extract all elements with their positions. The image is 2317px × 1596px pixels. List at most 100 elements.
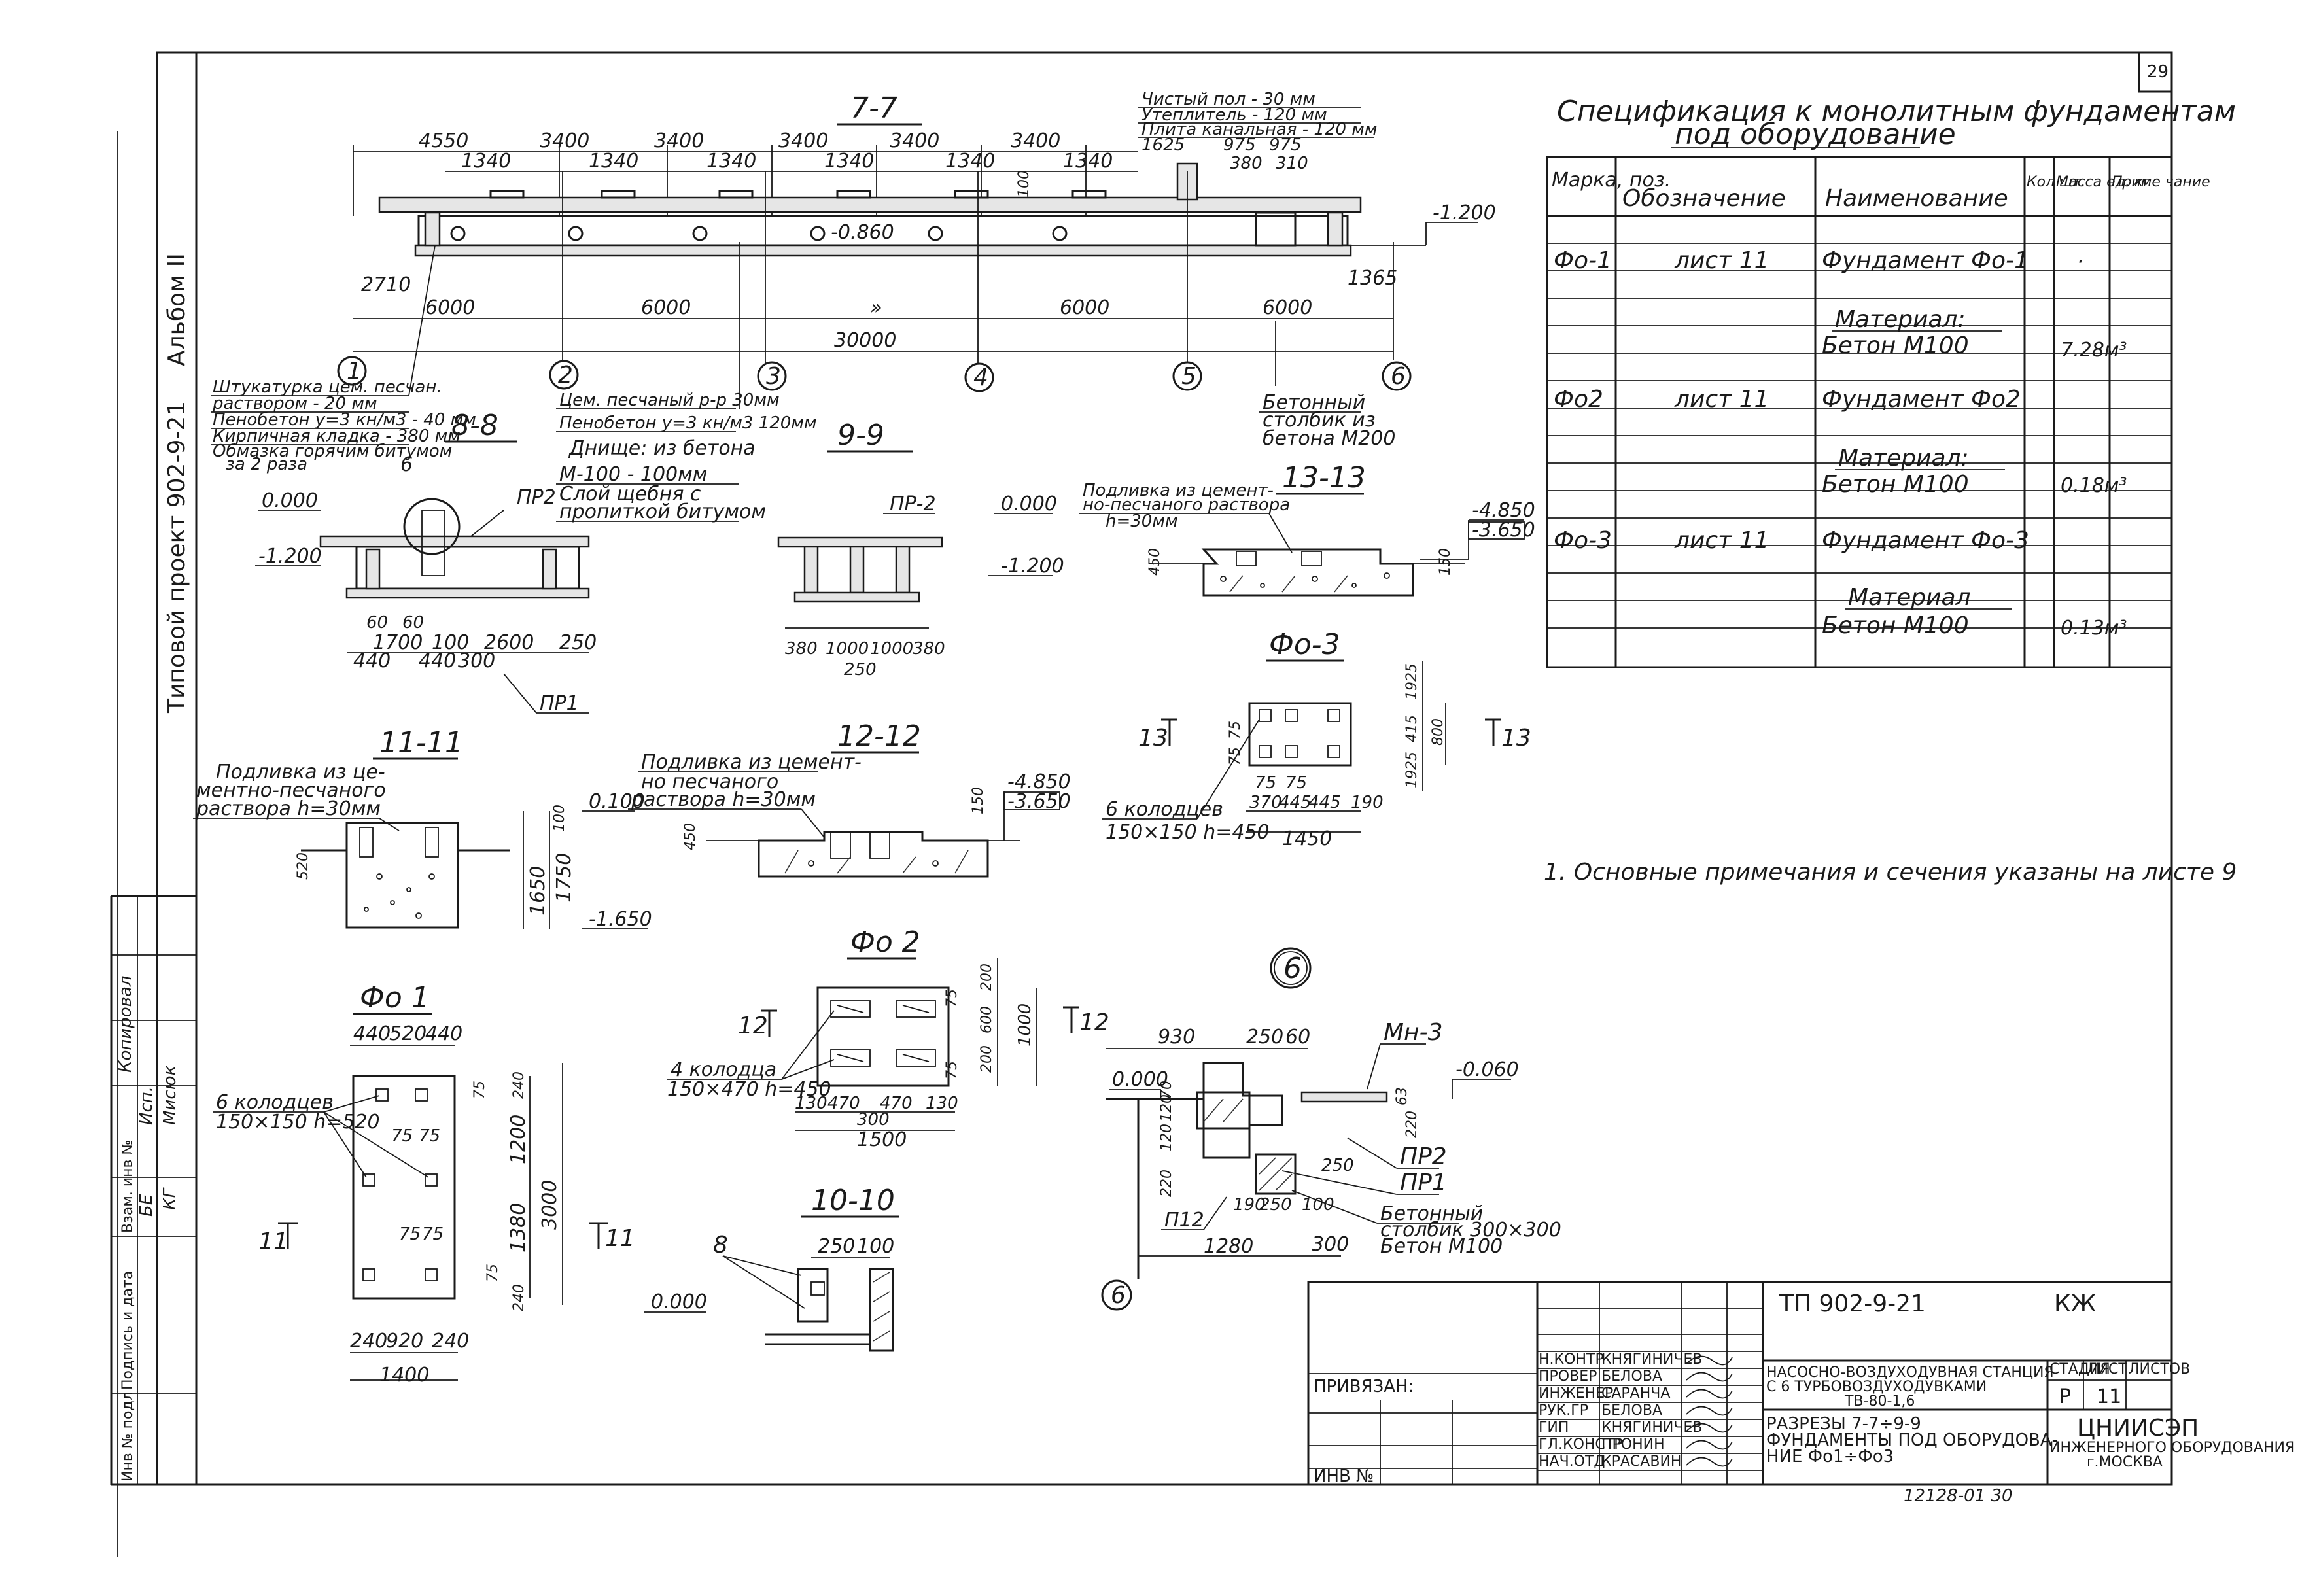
left-stamp-val-1: БЕ: [137, 1194, 156, 1217]
dim-3400-3: 3400: [778, 130, 828, 152]
wall-layers-note: Штукатурка цем. песчан. раствором - 20 м…: [211, 245, 476, 474]
level-0-860: -0.860: [831, 221, 894, 244]
aggregate-hatch: [1220, 572, 1390, 593]
fo2-dim-200-a: 200: [979, 963, 995, 991]
tb-inv: ИНВ №: [1314, 1466, 1374, 1486]
node6-axis-6: 6: [1111, 1282, 1126, 1309]
fo1-dim-240-x-b: 240: [432, 1330, 469, 1353]
column-note: Бетонный столбик из бетона М200: [1259, 391, 1395, 450]
tb-name: САРАНЧА: [1601, 1385, 1670, 1402]
tb-names: КНЯГИНИЧЕВ БЕЛОВА САРАНЧА БЕЛОВА КНЯГИНИ…: [1601, 1351, 1702, 1470]
fo3-dim-1925-a: 1925: [1404, 663, 1420, 700]
left-stamp-val-3: Исп.: [137, 1086, 156, 1125]
left-stamp-val-2: КГ: [160, 1187, 180, 1210]
fo2-dim-1500: 1500: [857, 1128, 907, 1151]
n6-dim-120-a: 120: [1158, 1124, 1175, 1151]
tb-name: КРАСАВИН: [1601, 1453, 1681, 1470]
spec-mass: 7.28м³: [2061, 339, 2127, 362]
fo3-dim-75-b: 75: [1285, 773, 1307, 793]
spec-title-2: под оборудование: [1675, 118, 1956, 151]
fo2-dim-300: 300: [857, 1110, 890, 1130]
n6-dim-70: 70: [1158, 1081, 1175, 1099]
left-stamp-label-2: Подпись и дата: [120, 1271, 136, 1390]
level-4-850-12: -4.850: [1007, 771, 1071, 793]
spec-mass: ·: [2077, 251, 2083, 273]
dim-440-b: 440: [419, 650, 456, 672]
fo1-dim-75-c: 75: [399, 1224, 421, 1244]
left-stamp-label-3: Взам. инв №: [120, 1140, 136, 1233]
dim-380-a: 380: [785, 639, 818, 659]
fo3-dim-75-y-b: 75: [1227, 721, 1244, 739]
note-13-3: h=30мм: [1106, 512, 1178, 531]
bottom-layer-3: пропиткой битумом: [559, 500, 766, 523]
tb-sheet-val: 11: [2097, 1385, 2121, 1408]
tb-mark: КЖ: [2054, 1291, 2097, 1317]
dim-1625: 1625: [1141, 135, 1185, 155]
section-9-9: 9-9 ПР-2 0.000 -1.200 380 1000 1000 380 …: [777, 419, 1064, 680]
spec-row-5: Материал:: [1835, 445, 2005, 472]
tb-order: 12128-01 30: [1904, 1486, 2013, 1506]
level-0-000-10: 0.000: [651, 1291, 707, 1313]
tb-role: ПРОВЕР: [1539, 1368, 1597, 1385]
spec-ref: лист 11: [1674, 247, 1769, 274]
tb-role: Н.КОНТР: [1539, 1351, 1604, 1368]
axis-5: 5: [1181, 363, 1196, 390]
label-p12: П12: [1164, 1209, 1204, 1232]
fo2-dim-600: 600: [979, 1006, 995, 1033]
spec-row-6: Бетон М100 0.18м³: [1822, 471, 2127, 498]
fo1-dim-75-d: 75: [422, 1224, 444, 1244]
bottom-layer-2: Слой щебня с: [559, 483, 701, 506]
wall-note-4: Кирпичная кладка - 380 мм: [213, 426, 461, 446]
tb-role: ИНЖЕНЕР: [1539, 1385, 1613, 1402]
span-6000-1: 6000: [425, 296, 475, 319]
n6-dim-220-a: 220: [1404, 1111, 1420, 1138]
tb-role: НАЧ.ОТД: [1539, 1453, 1605, 1470]
spec-name: Бетон М100: [1822, 471, 1969, 498]
tb-role: ГИП: [1539, 1419, 1569, 1436]
dim-300: 300: [458, 650, 495, 672]
left-stamp-val-4: Мисюк: [160, 1065, 180, 1125]
spec-row-lines: [1547, 243, 2172, 629]
fo1-dim-1200: 1200: [507, 1115, 530, 1164]
spec-mass: 0.18м³: [2061, 474, 2127, 497]
dim-100: 100: [432, 631, 469, 654]
section-12-12: 12-12 Подливка из цемент- но песчаного р…: [628, 720, 1071, 878]
total-30000: 30000: [834, 329, 896, 352]
spec-hdr-mark: Марка, поз.: [1552, 169, 1671, 192]
level-0-000-b: 0.000: [1001, 493, 1057, 515]
fo2-dim-130-a: 130: [795, 1094, 828, 1113]
dim-1650: 1650: [527, 866, 549, 916]
note-12-1: Подливка из цемент-: [641, 751, 862, 774]
fo1-dim-240-b: 240: [511, 1284, 527, 1311]
span-6000-3: 6000: [1060, 296, 1109, 319]
fo3-note-2: 150×150 h=450: [1106, 821, 1270, 844]
section-7-7-title: 7-7: [850, 92, 897, 125]
dim-440-a: 440: [353, 650, 391, 672]
n6-dim-930: 930: [1158, 1026, 1195, 1049]
column-note-1: Бетонный: [1263, 391, 1365, 414]
dim-1340-5: 1340: [945, 150, 995, 173]
spec-row-3: Бетон М100 7.28м³: [1822, 332, 2127, 362]
foundation-fo3: Фо-3 13 13 75 75 370 445 445 190 1450 75…: [1102, 628, 1531, 850]
fo3-dim-190: 190: [1351, 793, 1384, 812]
fo1-title: Фо 1: [360, 981, 430, 1015]
spec-name: Фундамент Фо2: [1822, 386, 2021, 413]
dim-450-12: 450: [682, 823, 699, 850]
fo3-note-1: 6 колодцев: [1106, 798, 1223, 821]
axis-6: 6: [1391, 363, 1406, 390]
spec-row-4: Фо2 лист 11 Фундамент Фо2: [1554, 386, 2021, 413]
section-10-10: 10-10 8 250 100 0.000: [644, 1184, 899, 1352]
fo2-dim-200-b: 200: [979, 1045, 995, 1073]
spec-name: Бетон М100: [1822, 332, 1969, 359]
spec-row-1: Фо-1 лист 11 Фундамент Фо-1 ·: [1554, 247, 2083, 274]
tb-role: РУК.ГР: [1539, 1402, 1588, 1419]
wall-note-2: раствором - 20 мм: [212, 394, 377, 413]
tb-title-1: РАЗРЕЗЫ 7-7÷9-9: [1766, 1414, 1921, 1434]
spec-name: Фундамент Фо-3: [1822, 527, 2029, 554]
title-block: ПРИВЯЗАН: ИНВ № ТП 902-9-21 КЖ Н.КОНТР П…: [1307, 1281, 2295, 1506]
tb-stage-val: Р: [2059, 1385, 2071, 1408]
section-13-13: 13-13 Подливка из цемент- но-песчаного р…: [1079, 461, 1535, 597]
fo2-dim-1000: 1000: [1015, 1003, 1035, 1047]
n6-dim-190: 190: [1233, 1195, 1266, 1215]
